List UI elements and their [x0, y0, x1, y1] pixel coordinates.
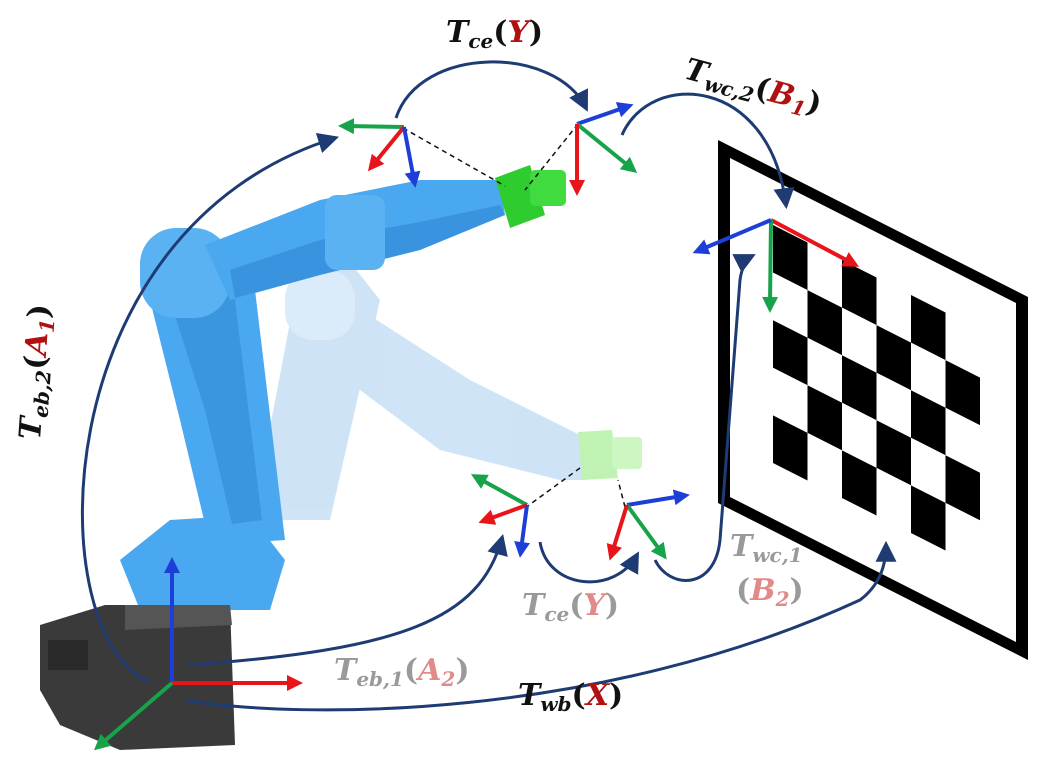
- robot-upper-link-shade: [160, 250, 262, 524]
- label-twc2: Twc,2(B1): [680, 52, 825, 125]
- frame-end-effector-pose-2: [338, 118, 421, 188]
- label-tce-top: Tce(Y): [446, 15, 543, 53]
- checker-cell: [876, 420, 911, 486]
- checker-cell: [807, 385, 842, 451]
- checkerboard-cells: [773, 225, 980, 568]
- checker-cell: [876, 325, 911, 391]
- checker-cell: [911, 437, 946, 503]
- checker-cell: [807, 290, 842, 356]
- label-twc1-variable: (B2): [736, 573, 804, 611]
- end-effector-pose-1: [578, 430, 618, 480]
- robot-ghost-forearm: [300, 290, 590, 480]
- checker-cell: [911, 390, 946, 456]
- label-teb2: Teb,2(A1): [13, 303, 60, 441]
- checker-cell: [911, 295, 946, 361]
- checker-cell: [807, 337, 842, 403]
- checker-cell: [945, 502, 980, 568]
- checker-cell: [842, 260, 877, 326]
- checker-cell: [911, 485, 946, 551]
- checker-cell: [773, 225, 808, 291]
- checker-cell: [945, 407, 980, 473]
- frame-camera-pose-1: [606, 489, 690, 561]
- checker-cell: [773, 272, 808, 338]
- arc-twb: [184, 540, 897, 712]
- arc-teb1: [187, 533, 508, 667]
- checker-cell: [773, 320, 808, 386]
- checker-cell: [842, 450, 877, 516]
- checker-cell: [842, 402, 877, 468]
- robot-ghost-joint: [285, 270, 355, 340]
- transform-arcs: [80, 60, 897, 712]
- checker-cell: [945, 360, 980, 426]
- robot-arm-pose-1: [260, 262, 642, 520]
- arc-twc2: [620, 92, 795, 210]
- checker-cell: [807, 432, 842, 498]
- frame-board: [692, 218, 860, 313]
- label-tce-bottom: Tce(Y): [522, 588, 619, 626]
- end-effector-pose-2-tip: [530, 170, 566, 206]
- checker-cell: [876, 372, 911, 438]
- robot-arm-pose-2: [120, 165, 566, 610]
- checker-cell: [876, 467, 911, 533]
- checker-cell: [876, 277, 911, 343]
- arc-teb2: [80, 133, 340, 684]
- frame-camera-pose-2: [569, 102, 638, 196]
- checker-cell: [773, 415, 808, 481]
- arc-tce-top: [394, 60, 588, 119]
- checker-cell: [842, 307, 877, 373]
- label-twb: Twb(X): [518, 678, 623, 716]
- arc-tce-bottom: [538, 541, 640, 584]
- label-twc1-transform: Twc,1: [730, 529, 803, 567]
- end-effector-pose-1-tip: [612, 437, 642, 469]
- label-teb1: Teb,1(A2): [334, 653, 470, 691]
- robot-base-body: [40, 605, 235, 750]
- frame-end-effector-pose-1: [470, 474, 530, 558]
- robot-base-top: [125, 605, 232, 630]
- calibration-checkerboard: [718, 140, 1028, 660]
- checker-cell: [911, 342, 946, 408]
- robot-base-connector: [48, 640, 88, 670]
- dashed-lines: [402, 123, 626, 509]
- checker-cell: [945, 455, 980, 521]
- arc-twc1: [653, 254, 756, 582]
- robot-base: [40, 605, 235, 750]
- robot-wrist: [325, 195, 385, 270]
- checker-cell: [945, 312, 980, 378]
- checker-cell: [773, 367, 808, 433]
- checker-cell: [842, 355, 877, 421]
- frame-robot-base: [93, 557, 303, 751]
- checker-cell: [807, 242, 842, 308]
